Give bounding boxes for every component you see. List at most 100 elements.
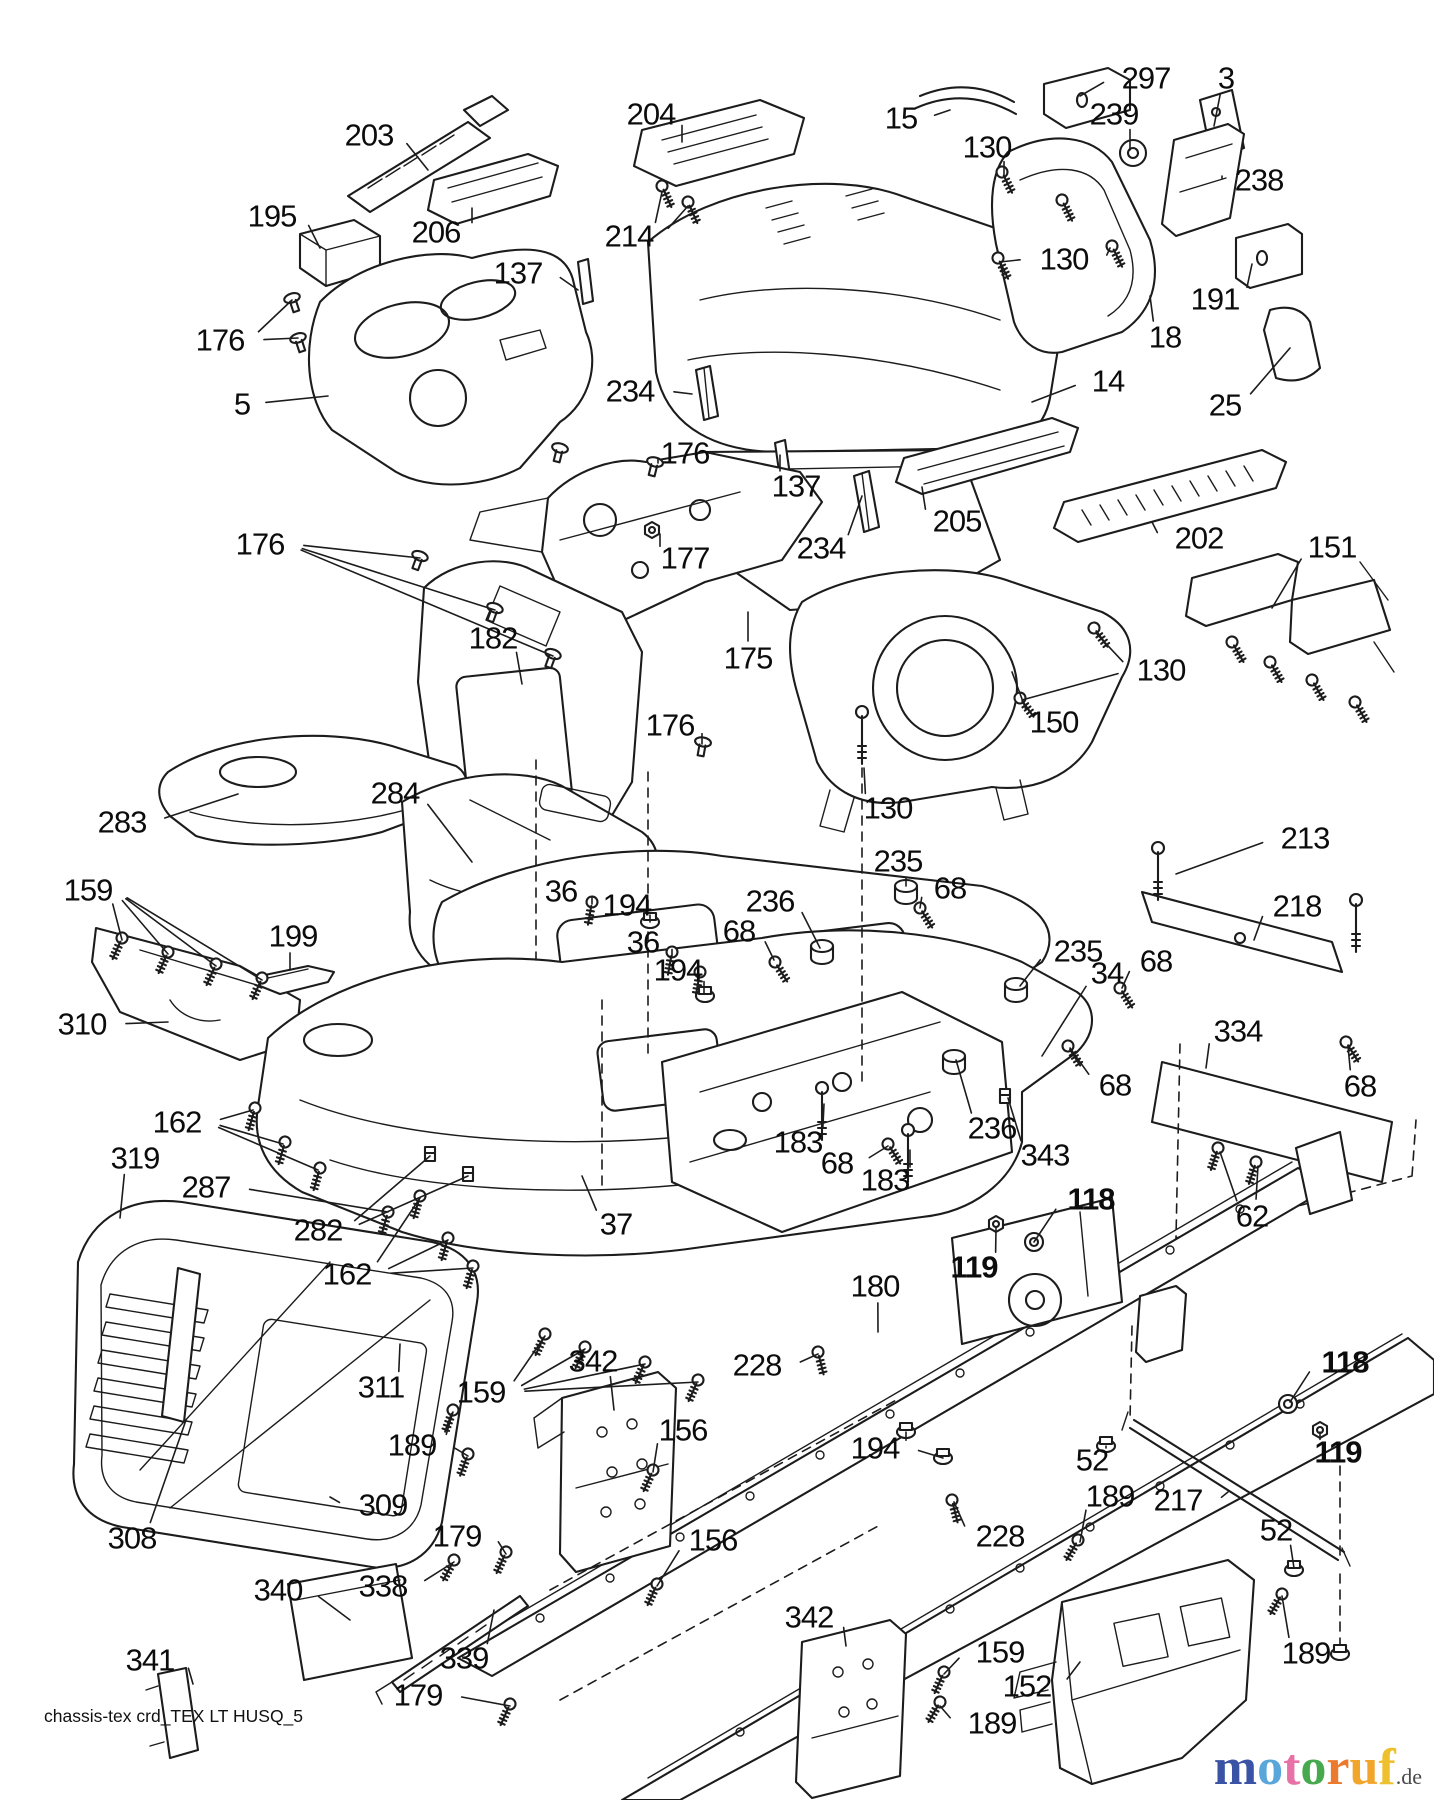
part-label-340: 340 (253, 1572, 304, 1608)
part-label-156: 156 (688, 1522, 739, 1558)
part-label-159: 159 (975, 1634, 1026, 1670)
part-label-62: 62 (1235, 1198, 1269, 1234)
part-label-180: 180 (850, 1268, 901, 1304)
part-label-156: 156 (658, 1412, 709, 1448)
part-label-68: 68 (1139, 943, 1173, 979)
part-label-194: 194 (850, 1430, 901, 1466)
part-label-343: 343 (1020, 1137, 1071, 1173)
part-label-189: 189 (1281, 1635, 1332, 1671)
part-label-205: 205 (932, 503, 983, 539)
part-label-189: 189 (387, 1427, 438, 1463)
part-label-152: 152 (1002, 1668, 1053, 1704)
part-label-342: 342 (784, 1599, 835, 1635)
part-label-18: 18 (1148, 319, 1182, 355)
part-label-218: 218 (1272, 888, 1323, 924)
part-label-5: 5 (233, 386, 251, 422)
part-label-176: 176 (235, 526, 286, 562)
motoruf-logo-letters: motoruf (1213, 1739, 1396, 1796)
part-label-119: 119 (950, 1249, 998, 1285)
part-label-213: 213 (1280, 820, 1331, 856)
part-label-68: 68 (1343, 1068, 1377, 1104)
part-label-284: 284 (370, 775, 421, 811)
part-label-176: 176 (660, 435, 711, 471)
part-label-308: 308 (107, 1520, 158, 1556)
part-label-130: 130 (962, 129, 1013, 165)
part-label-319: 319 (110, 1140, 161, 1176)
part-label-191: 191 (1190, 281, 1241, 317)
part-label-37: 37 (599, 1206, 633, 1242)
part-label-159: 159 (456, 1374, 507, 1410)
part-label-130: 130 (1039, 241, 1090, 277)
part-label-68: 68 (933, 870, 967, 906)
part-label-342: 342 (568, 1343, 619, 1379)
part-label-52: 52 (1075, 1442, 1109, 1478)
part-label-137: 137 (493, 255, 544, 291)
part-label-177: 177 (660, 540, 711, 576)
part-label-68: 68 (722, 913, 756, 949)
part-label-199: 199 (268, 918, 319, 954)
part-label-119: 119 (1314, 1434, 1362, 1470)
part-label-287: 287 (181, 1169, 232, 1205)
part-label-235: 235 (1053, 933, 1104, 969)
part-label-68: 68 (1098, 1067, 1132, 1103)
part-label-179: 179 (393, 1677, 444, 1713)
part-label-118: 118 (1321, 1344, 1369, 1380)
part-label-282: 282 (293, 1212, 344, 1248)
part-label-194: 194 (653, 952, 704, 988)
part-label-162: 162 (322, 1256, 373, 1292)
part-label-341: 341 (125, 1642, 176, 1678)
part-label-176: 176 (195, 322, 246, 358)
part-label-130: 130 (863, 790, 914, 826)
part-label-3: 3 (1217, 60, 1235, 96)
part-label-297: 297 (1121, 60, 1172, 96)
part-label-150: 150 (1029, 704, 1080, 740)
part-label-236: 236 (967, 1110, 1018, 1146)
document-code: chassis-tex crd_TEX LT HUSQ_5 (44, 1706, 304, 1726)
part-label-338: 338 (358, 1568, 409, 1604)
part-label-151: 151 (1307, 529, 1358, 565)
part-label-217: 217 (1153, 1482, 1204, 1518)
part-label-182: 182 (468, 620, 519, 656)
part-label-204: 204 (626, 96, 677, 132)
part-label-236: 236 (745, 883, 796, 919)
part-label-159: 159 (63, 872, 114, 908)
part-label-234: 234 (796, 530, 847, 566)
part-label-68: 68 (820, 1145, 854, 1181)
part-label-194: 194 (602, 887, 653, 923)
part-label-235: 235 (873, 843, 924, 879)
motoruf-logo: motoruf.de (1214, 1742, 1422, 1794)
part-label-36: 36 (626, 924, 660, 960)
part-label-203: 203 (344, 117, 395, 153)
part-label-118: 118 (1067, 1181, 1115, 1217)
part-label-334: 334 (1213, 1013, 1264, 1049)
part-label-176: 176 (645, 707, 696, 743)
part-label-238: 238 (1234, 162, 1285, 198)
motoruf-logo-suffix: .de (1395, 1764, 1422, 1789)
part-label-195: 195 (247, 198, 298, 234)
part-label-183: 183 (860, 1162, 911, 1198)
part-label-14: 14 (1091, 363, 1125, 399)
part-label-162: 162 (152, 1104, 203, 1140)
part-label-309: 309 (358, 1487, 409, 1523)
part-label-234: 234 (605, 373, 656, 409)
part-label-228: 228 (975, 1518, 1026, 1554)
part-label-206: 206 (411, 214, 462, 250)
part-label-189: 189 (967, 1705, 1018, 1741)
part-label-214: 214 (604, 218, 655, 254)
part-label-239: 239 (1089, 96, 1140, 132)
part-label-137: 137 (771, 468, 822, 504)
part-label-283: 283 (97, 804, 148, 840)
part-label-202: 202 (1174, 520, 1225, 556)
part-label-311: 311 (357, 1369, 405, 1405)
part-label-339: 339 (439, 1640, 490, 1676)
part-label-189: 189 (1085, 1478, 1136, 1514)
part-label-15: 15 (884, 100, 918, 136)
part-label-52: 52 (1259, 1512, 1293, 1548)
part-label-310: 310 (57, 1006, 108, 1042)
part-label-228: 228 (732, 1347, 783, 1383)
part-label-36: 36 (544, 873, 578, 909)
part-label-183: 183 (773, 1124, 824, 1160)
part-label-25: 25 (1208, 387, 1242, 423)
